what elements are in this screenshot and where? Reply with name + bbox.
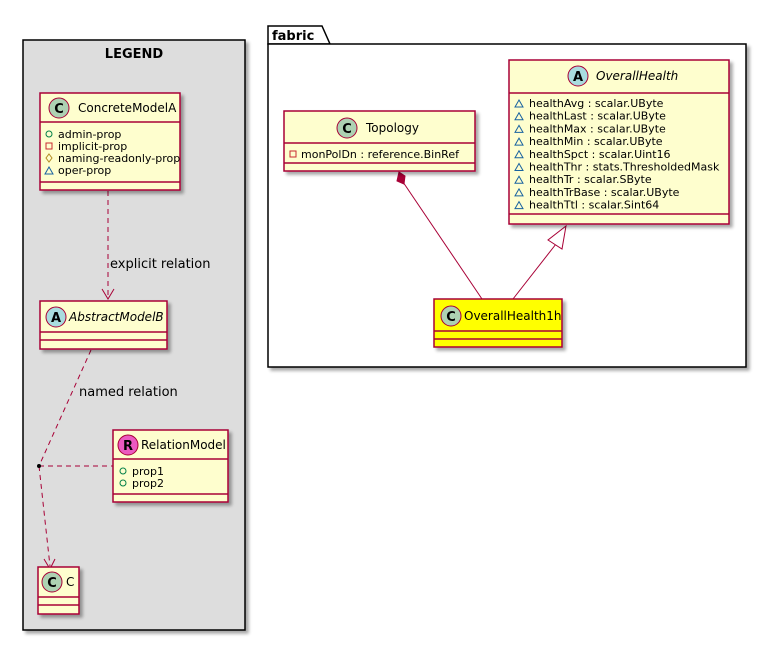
package-private-icon bbox=[514, 200, 524, 210]
class-badge-icon: C bbox=[336, 117, 358, 139]
inheritance-edge bbox=[512, 224, 567, 300]
attr-row: implicit-prop bbox=[45, 140, 127, 153]
explicit-relation-label: explicit relation bbox=[110, 257, 210, 272]
package-private-icon bbox=[514, 162, 524, 171]
svg-text:healthLast : scalar.UByte: healthLast : scalar.UByte bbox=[529, 110, 666, 123]
class-c[interactable]: C C bbox=[37, 566, 80, 615]
class-name: RelationModel bbox=[141, 438, 226, 452]
composition-edge bbox=[396, 171, 483, 300]
package-private-icon bbox=[514, 187, 524, 197]
class-topology[interactable]: C Topology monPolDn : reference.BinRef bbox=[283, 110, 476, 172]
attr-row: healthSpct : scalar.Uint16 bbox=[514, 148, 671, 161]
association-point bbox=[37, 464, 41, 468]
class-name: Topology bbox=[365, 121, 419, 135]
svg-text:healthThr : stats.ThresholdedM: healthThr : stats.ThresholdedMask bbox=[529, 161, 720, 174]
svg-text:A: A bbox=[573, 70, 583, 85]
svg-text:C: C bbox=[342, 122, 352, 137]
attr-row: healthMax : scalar.UByte bbox=[514, 122, 666, 135]
class-overall-health-1h[interactable]: C OverallHealth1h bbox=[433, 298, 563, 348]
class-concrete-model-a[interactable]: C ConcreteModelA admin-prop implicit-pro… bbox=[39, 92, 181, 191]
svg-text:oper-prop: oper-prop bbox=[58, 164, 111, 177]
generalization-arrow-icon bbox=[547, 224, 567, 250]
fabric-title: fabric bbox=[272, 29, 314, 44]
svg-text:prop2: prop2 bbox=[132, 477, 164, 490]
svg-text:C: C bbox=[47, 576, 57, 591]
public-icon bbox=[119, 479, 127, 487]
abstract-badge-icon: A bbox=[567, 65, 589, 87]
svg-text:healthSpct : scalar.Uint16: healthSpct : scalar.Uint16 bbox=[529, 148, 671, 161]
attr-row: healthTr : scalar.SByte bbox=[514, 173, 652, 186]
attr-row: admin-prop bbox=[45, 128, 121, 141]
class-badge-icon: C bbox=[440, 305, 462, 327]
package-private-icon bbox=[44, 165, 54, 175]
class-name: OverallHealth1h bbox=[464, 309, 562, 323]
attr-row: healthLast : scalar.UByte bbox=[514, 110, 666, 123]
legend-title: LEGEND bbox=[105, 47, 164, 62]
attr-row: healthMin : scalar.UByte bbox=[514, 135, 663, 148]
private-icon bbox=[45, 142, 53, 150]
class-overall-health[interactable]: A OverallHealth healthAvg : scalar.UByte… bbox=[508, 59, 730, 225]
package-private-icon bbox=[514, 98, 524, 108]
svg-text:healthMax : scalar.UByte: healthMax : scalar.UByte bbox=[529, 122, 666, 135]
class-relation-model[interactable]: R RelationModel prop1 prop2 bbox=[112, 429, 229, 503]
svg-text:implicit-prop: implicit-prop bbox=[58, 140, 127, 153]
svg-text:healthTtl : scalar.Sint64: healthTtl : scalar.Sint64 bbox=[529, 199, 659, 212]
svg-text:C: C bbox=[446, 310, 456, 325]
attr-row: healthThr : stats.ThresholdedMask bbox=[514, 161, 720, 174]
package-private-icon bbox=[514, 149, 524, 159]
package-private-icon bbox=[514, 175, 524, 184]
attr-row: naming-readonly-prop bbox=[45, 152, 180, 165]
attr-row: monPolDn : reference.BinRef bbox=[289, 148, 460, 161]
attr-row: prop1 bbox=[119, 465, 164, 478]
svg-text:monPolDn : reference.BinRef: monPolDn : reference.BinRef bbox=[301, 148, 460, 161]
svg-text:admin-prop: admin-prop bbox=[58, 128, 121, 141]
svg-text:A: A bbox=[51, 311, 61, 326]
svg-text:healthMin : scalar.UByte: healthMin : scalar.UByte bbox=[529, 135, 663, 148]
svg-text:C: C bbox=[54, 102, 64, 117]
package-private-icon bbox=[514, 137, 524, 146]
class-name: OverallHealth bbox=[596, 69, 678, 83]
class-name: AbstractModelB bbox=[68, 310, 164, 324]
svg-text:healthTrBase : scalar.UByte: healthTrBase : scalar.UByte bbox=[529, 186, 680, 199]
class-abstract-model-b[interactable]: A AbstractModelB bbox=[39, 300, 168, 350]
explicit-relation-edge bbox=[101, 191, 115, 300]
protected-icon bbox=[45, 153, 53, 163]
private-icon bbox=[289, 150, 297, 158]
svg-text:prop1: prop1 bbox=[132, 465, 164, 478]
named-relation-label: named relation bbox=[79, 385, 178, 400]
class-name: ConcreteModelA bbox=[78, 101, 177, 115]
attr-row: healthAvg : scalar.UByte bbox=[514, 97, 664, 110]
public-icon bbox=[119, 467, 127, 475]
package-private-icon bbox=[514, 124, 524, 133]
class-badge-icon: C bbox=[41, 571, 63, 593]
svg-text:healthAvg : scalar.UByte: healthAvg : scalar.UByte bbox=[529, 97, 664, 110]
public-icon bbox=[45, 130, 53, 138]
class-name: C bbox=[66, 575, 74, 589]
class-badge-icon: C bbox=[48, 97, 70, 119]
attr-row: oper-prop bbox=[44, 164, 111, 177]
package-private-icon bbox=[514, 111, 524, 121]
attr-row: prop2 bbox=[119, 477, 164, 490]
svg-text:R: R bbox=[123, 439, 133, 454]
svg-text:naming-readonly-prop: naming-readonly-prop bbox=[58, 152, 180, 165]
svg-text:healthTr : scalar.SByte: healthTr : scalar.SByte bbox=[529, 173, 652, 186]
attr-row: healthTtl : scalar.Sint64 bbox=[514, 199, 659, 212]
relation-badge-icon: R bbox=[117, 434, 139, 456]
composition-diamond-icon bbox=[396, 171, 406, 185]
attr-row: healthTrBase : scalar.UByte bbox=[514, 186, 680, 199]
abstract-badge-icon: A bbox=[45, 306, 67, 328]
